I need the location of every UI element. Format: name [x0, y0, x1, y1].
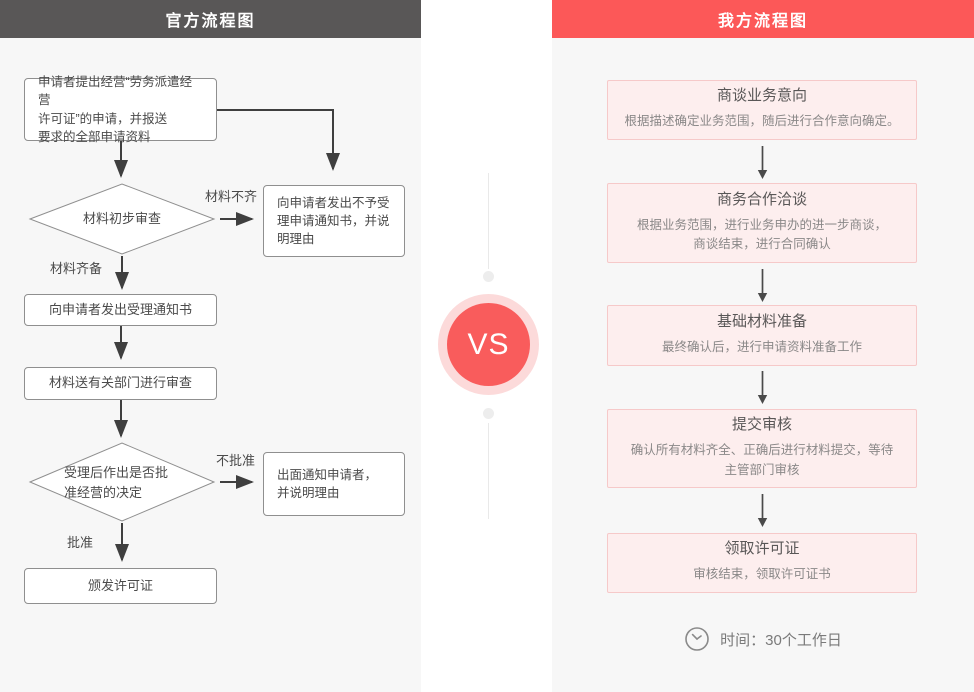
step-4-title: 提交审核 [731, 416, 792, 434]
flow-box-issue-license-text: 颁发许可证 [87, 577, 153, 593]
our-flow-header: 我方流程图 [552, 0, 974, 38]
divider-dot-bottom [483, 408, 494, 419]
step-arrow-4 [757, 494, 768, 527]
diamond-initial-review-label: 材料初步审查 [82, 211, 161, 226]
flow-box-dept-review-text: 材料送有关部门进行审查 [48, 375, 192, 391]
branch-label-not-approved: 不批准 [216, 453, 256, 468]
arrow-apply-to-reject-elbow [217, 109, 340, 171]
step-1-desc: 根据描述确定业务范围，随后进行合作意向确定。 [624, 114, 900, 129]
step-5-desc: 审核结束，领取许可证书 [693, 567, 831, 582]
step-2-desc: 根据业务范围，进行业务申办的进一步商谈， 商谈结束，进行合同确认 [636, 217, 887, 251]
step-4-desc: 确认所有材料齐全、正确后进行材料提交，等待 主管部门审核 [630, 443, 894, 477]
flow-box-notify-text: 出面通知申请者， 并说明理由 [277, 467, 378, 500]
our-flow-panel: 我方流程图 商谈业务意向 根据描述确定业务范围，随后进行合作意向确定。 商务合作… [552, 0, 974, 692]
step-card-2: 商务合作洽谈 根据业务范围，进行业务申办的进一步商谈， 商谈结束，进行合同确认 [607, 183, 917, 263]
step-arrow-1 [757, 146, 768, 179]
flow-box-notify: 出面通知申请者， 并说明理由 [263, 452, 405, 516]
divider-line-top [488, 173, 489, 269]
vs-badge: VS [438, 294, 539, 395]
vs-label: VS [467, 327, 510, 361]
branch-label-complete: 材料齐备 [50, 261, 103, 276]
flow-box-apply-text: 申请者提出经营“劳务派遣经营 许可证”的申请，并报送 要求的全部申请资料 [38, 75, 193, 144]
step-3-title: 基础材料准备 [716, 312, 807, 330]
official-flow-connectors [28, 109, 340, 562]
step-3-desc: 最终确认后，进行申请资料准备工作 [661, 339, 862, 354]
flow-box-reject: 向申请者发出不予受 理申请通知书，并说 明理由 [263, 185, 405, 257]
official-flow-title: 官方流程图 [165, 13, 256, 30]
official-flow-header: 官方流程图 [0, 0, 421, 38]
branch-label-incomplete: 材料不齐 [205, 189, 258, 204]
official-flow-panel: 官方流程图 申请者提出经营“劳务派遣经营 许可证”的申请，并报送 要求的全部申请… [0, 0, 421, 692]
vs-badge-inner: VS [447, 303, 530, 386]
processing-time-text: 时间：30个工作日 [720, 631, 842, 649]
diamond-decision [28, 442, 216, 522]
clock-icon [685, 627, 709, 651]
step-1-title: 商谈业务意向 [716, 87, 807, 105]
flow-box-issue-license: 颁发许可证 [24, 568, 217, 604]
step-arrow-2 [757, 269, 768, 302]
divider-dot-top [483, 271, 494, 282]
step-card-5: 领取许可证 审核结束，领取许可证书 [607, 533, 917, 593]
flow-box-dept-review: 材料送有关部门进行审查 [24, 367, 217, 400]
diamond-decision-label: 受理后作出是否批 准经营的决定 [64, 465, 169, 500]
step-5-title: 领取许可证 [724, 540, 800, 558]
branch-label-approved: 批准 [67, 535, 94, 550]
diamond-initial-review [28, 183, 216, 255]
divider-line-bottom [488, 423, 489, 519]
flow-box-reject-text: 向申请者发出不予受 理申请通知书，并说 明理由 [277, 195, 390, 247]
step-card-4: 提交审核 确认所有材料齐全、正确后进行材料提交，等待 主管部门审核 [607, 409, 917, 488]
flow-box-accept-notice-text: 向申请者发出受理通知书 [48, 301, 192, 317]
our-flow-title: 我方流程图 [717, 13, 808, 30]
step-arrow-3 [757, 371, 768, 404]
step-card-3: 基础材料准备 最终确认后，进行申请资料准备工作 [607, 305, 917, 366]
step-card-1: 商谈业务意向 根据描述确定业务范围，随后进行合作意向确定。 [607, 80, 917, 140]
step-2-title: 商务合作洽谈 [716, 190, 807, 208]
processing-time-row: 时间：30个工作日 [552, 626, 974, 652]
flow-box-apply: 申请者提出经营“劳务派遣经营 许可证”的申请，并报送 要求的全部申请资料 [24, 75, 217, 144]
flow-box-accept-notice: 向申请者发出受理通知书 [24, 294, 217, 326]
